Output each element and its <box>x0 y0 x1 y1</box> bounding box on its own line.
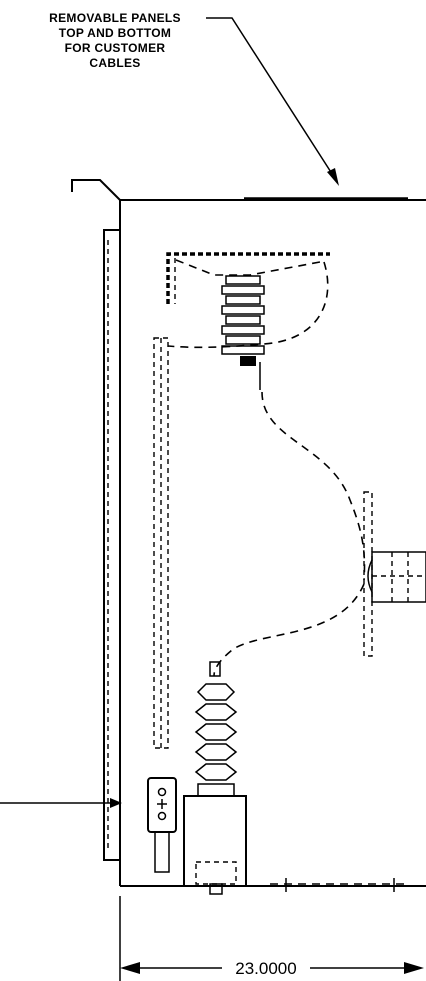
width-dimension-label: 23.0000 <box>235 959 296 978</box>
removable-panels-note: REMOVABLE PANELS TOP AND BOTTOM FOR CUST… <box>49 11 181 70</box>
bottom-removable-panel <box>270 878 410 892</box>
note-leader <box>206 17 339 186</box>
note-line-2: TOP AND BOTTOM <box>59 26 171 40</box>
note-line-3: FOR CUSTOMER <box>65 41 166 55</box>
right-bushing-assembly <box>363 491 426 657</box>
lower-bushing-assembly <box>183 661 247 895</box>
door-arrow <box>0 798 122 808</box>
width-dimension: 23.0000 <box>119 896 424 981</box>
indicator-device <box>147 777 177 873</box>
note-line-1: REMOVABLE PANELS <box>49 11 181 25</box>
lower-flex-cable <box>213 583 365 677</box>
note-line-4: CABLES <box>89 56 140 70</box>
upper-flex-cable <box>261 391 366 581</box>
top-bushing-assembly <box>166 252 330 390</box>
vertical-support-bar <box>153 337 169 749</box>
note-leader-arrowhead <box>327 168 339 186</box>
cabinet-door <box>103 229 121 861</box>
